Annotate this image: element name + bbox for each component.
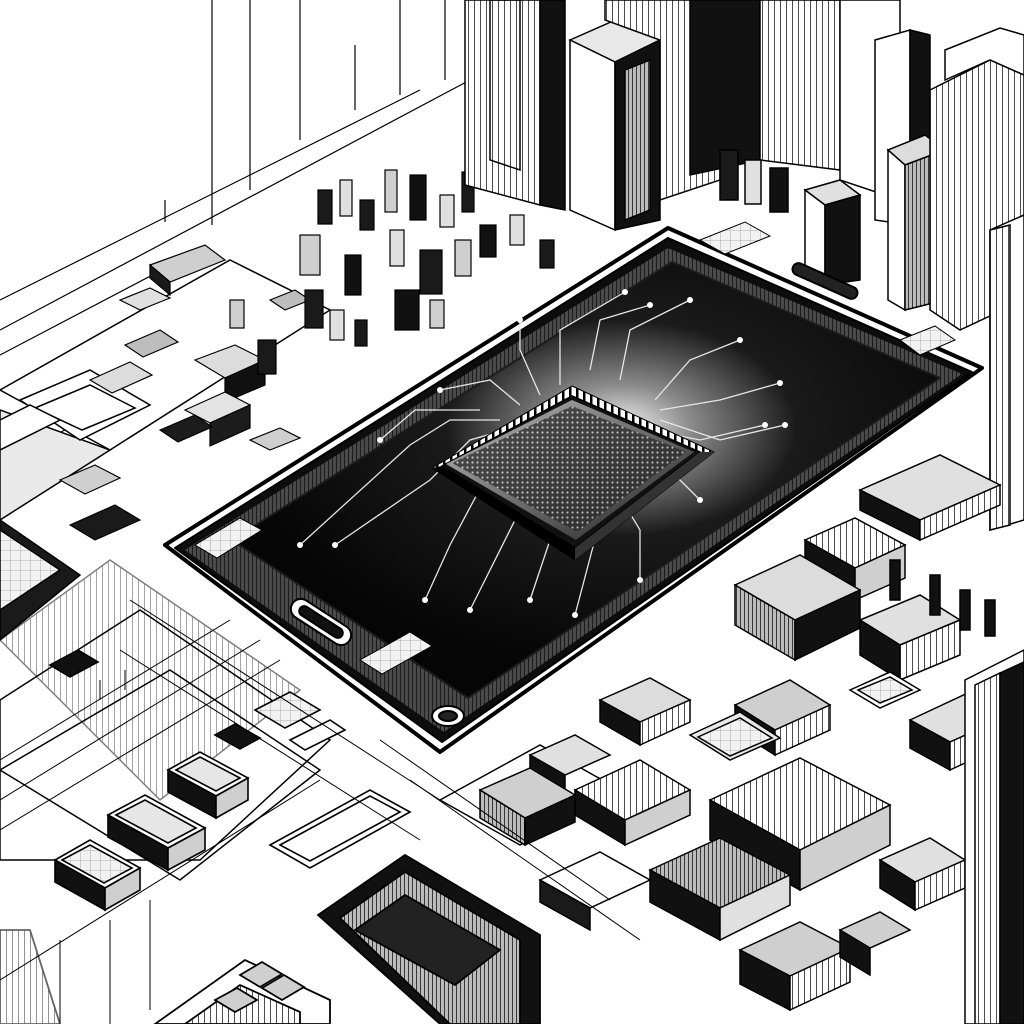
bottom-board — [0, 853, 541, 1024]
left-city-blocks — [58, 244, 312, 541]
lower-board — [438, 677, 967, 1012]
processor-chip — [431, 385, 715, 561]
smartphone — [163, 221, 984, 754]
skyline — [464, 0, 1024, 532]
trace-endpoints — [297, 289, 788, 618]
bottom-left-components — [48, 649, 412, 912]
phone-details — [194, 221, 957, 727]
board-linework — [0, 599, 641, 1024]
mid-city-towers — [229, 169, 555, 375]
right-edge-tower — [964, 649, 1024, 1024]
